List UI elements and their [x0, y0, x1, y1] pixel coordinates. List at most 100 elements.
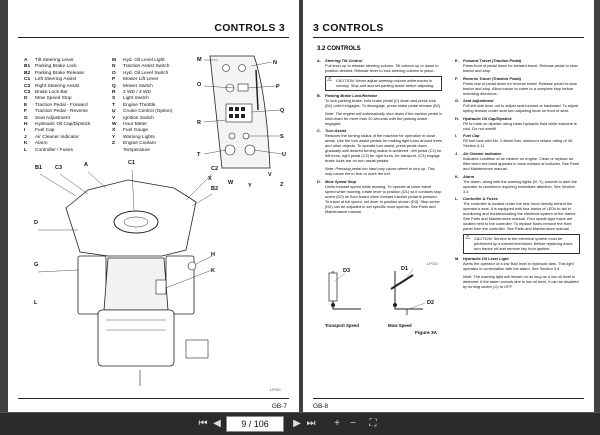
- control-letter: E.: [455, 58, 459, 63]
- viewer-toolbar: ⏮ ◀ 9 / 106 ▶ ⏭ + − ⛶: [0, 412, 600, 435]
- control-name: Parking Brake Lock/Release: [325, 93, 378, 99]
- legend-label: Engine Throttle: [123, 102, 156, 108]
- legend-code: X: [112, 128, 116, 134]
- control-name: Mow Speed Stop: [325, 178, 357, 184]
- control-name: Fuel Cap: [463, 133, 480, 139]
- page-indicator[interactable]: 9 / 106: [226, 416, 284, 432]
- label-b1: B1: [35, 165, 43, 171]
- legend-label: Seat Adjustment: [35, 115, 70, 121]
- last-page-icon[interactable]: ⏭: [306, 418, 316, 429]
- control-letter: K.: [455, 173, 459, 179]
- label-t: T: [197, 152, 201, 158]
- legend-code: T: [112, 102, 115, 108]
- legend-label: Right Steering Assist: [35, 83, 80, 89]
- control-name: Steering Tilt Control: [325, 58, 363, 63]
- control-title: C.Turn Assist: [317, 128, 442, 133]
- zoom-out-icon[interactable]: −: [350, 418, 356, 429]
- legend-label: Temperature: [123, 147, 150, 153]
- figure-reference: LP001: [270, 388, 281, 392]
- legend-item: Temperature: [112, 148, 200, 154]
- legend-code: R: [112, 90, 116, 96]
- control-title: M.Hydraulic Oil Level Light: [455, 256, 580, 261]
- fullscreen-icon[interactable]: ⛶: [369, 418, 377, 429]
- next-page-icon[interactable]: ▶: [293, 418, 301, 429]
- control-letter: A.: [317, 58, 321, 63]
- label-c1: C1: [128, 160, 136, 166]
- label-c2: C2: [211, 166, 219, 172]
- note-text: Note: Pressing pedal too hard may cause …: [325, 165, 435, 176]
- footer-rule: [18, 398, 289, 399]
- label-p: P: [276, 84, 280, 90]
- control-letter: I.: [455, 133, 458, 139]
- control-body: Alerts the operator of a low fluid level…: [463, 261, 574, 272]
- control-panel-diagram: [203, 55, 283, 169]
- legend-code: U: [112, 109, 116, 115]
- page-header: 3 CONTROLS: [313, 22, 384, 34]
- control-letter: J.: [455, 150, 459, 156]
- control-title: K.Alarm: [455, 174, 580, 179]
- figure-label-d1: D1: [401, 266, 409, 272]
- control-title: I. Fuel Cap: [455, 133, 580, 138]
- control-title: A. Steering Tilt Control: [317, 58, 442, 63]
- label-u: U: [282, 152, 286, 158]
- note-text: Note: The engine will automatically shut…: [325, 110, 442, 126]
- page-header: CONTROLS 3: [214, 22, 285, 34]
- label-o: O: [197, 82, 202, 88]
- control-body: Press front of pedal down for forward tr…: [463, 63, 578, 73]
- control-name: Reverse Travel (Traction Pedal): [463, 75, 522, 81]
- legend-label: Tilt Steering Lever: [35, 58, 74, 63]
- control-body: Fill fuel tank with No. 2 diesel fuel, m…: [463, 138, 574, 149]
- label-w: W: [228, 180, 234, 186]
- control-body: Reduces the turning radius of the machin…: [325, 133, 442, 164]
- legend-code: G: [24, 115, 28, 121]
- label-z: Z: [280, 182, 284, 188]
- first-page-icon[interactable]: ⏮: [198, 418, 208, 429]
- legend-code: B1: [24, 64, 31, 70]
- header-rule: [18, 37, 289, 38]
- control-title: B.Parking Brake Lock/Release: [317, 93, 442, 98]
- control-letter: L.: [455, 196, 459, 202]
- legend-label: Hyd. Oil Level Switch: [123, 70, 169, 76]
- legend-item: X Fuel Gauge: [112, 128, 200, 134]
- control-letter: C.: [317, 128, 321, 134]
- control-title: H.Hydraulic Oil Cap/Dipstick: [455, 116, 580, 121]
- control-description: F.Reverse Travel (Traction Pedal)Press r…: [455, 76, 580, 96]
- page-number: GB-7: [271, 403, 287, 410]
- legend-label: Light Switch: [123, 96, 149, 102]
- zoom-in-icon[interactable]: +: [334, 418, 340, 429]
- label-k: K: [211, 268, 215, 274]
- figure-label-d3: D3: [343, 268, 351, 274]
- legend-label: Fuel Gauge: [123, 128, 149, 134]
- legend-label: Traction Pedal - Forward: [35, 102, 88, 108]
- legend-label: Hour Meter: [123, 122, 147, 128]
- legend-label: Hydraulic Oil Cap/Dipstick: [35, 122, 91, 128]
- control-name: Hydraulic Oil Level Light: [463, 256, 509, 262]
- label-x: X: [208, 176, 212, 182]
- control-name: Controller & Fuses: [463, 196, 498, 202]
- legend-label: Warning Lights: [123, 134, 155, 140]
- note-text: Note: The warning light will remain on a…: [463, 273, 579, 289]
- control-letter: H.: [455, 115, 459, 121]
- control-name: Forward Travel (Traction Pedal): [463, 58, 522, 63]
- label-a: A: [84, 162, 88, 168]
- legend-code: Q: [112, 83, 116, 89]
- prev-page-icon[interactable]: ◀: [213, 418, 221, 429]
- legend-label: Parking Brake Lock: [35, 64, 77, 70]
- legend-label: Engine Coolant: [123, 141, 156, 147]
- control-title: L. Controller & Fuses: [455, 196, 580, 201]
- legend-item: T Engine Throttle: [112, 103, 200, 109]
- control-letter: M.: [455, 256, 460, 262]
- legend-label: Traction Pedal - Reverse: [35, 109, 88, 115]
